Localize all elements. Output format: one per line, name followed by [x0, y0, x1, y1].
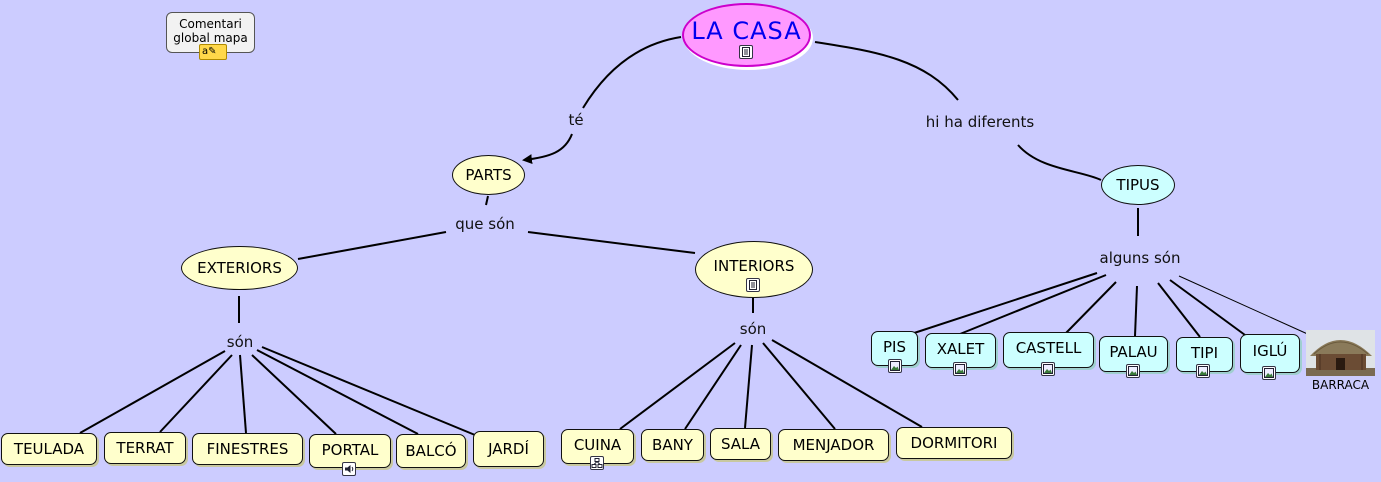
image-icon[interactable] [1126, 364, 1140, 378]
link-line [256, 349, 419, 435]
link-line [251, 354, 337, 435]
concept-label: CUINA [573, 436, 622, 454]
link-line [582, 36, 682, 109]
link-line [522, 133, 573, 165]
map-icon[interactable] [590, 456, 604, 470]
image-icon[interactable] [888, 359, 902, 373]
link-line [1178, 275, 1313, 337]
image-icon[interactable] [1262, 366, 1276, 380]
concept-label: IGLÚ [1252, 342, 1288, 360]
concept-label: PALAU [1109, 343, 1158, 361]
link-line [261, 346, 476, 436]
link-te[interactable]: té [568, 111, 584, 129]
link-line [771, 339, 923, 428]
concept-label: TIPI [1190, 344, 1219, 362]
note-icon[interactable]: a✎ [199, 44, 227, 60]
link-son-interiors[interactable]: són [739, 320, 767, 338]
concept-teulada[interactable]: TEULADA [1, 433, 97, 465]
image-icon[interactable] [1041, 362, 1055, 376]
concept-label: FINESTRES [206, 440, 289, 458]
link-line [1065, 281, 1117, 334]
concept-label: PARTS [465, 166, 512, 184]
concept-label: LA CASA [691, 17, 802, 45]
concept-label: DORMITORI [910, 434, 998, 452]
link-line [297, 231, 447, 260]
document-icon[interactable] [746, 278, 760, 292]
link-line [907, 272, 1098, 336]
audio-icon[interactable] [342, 462, 356, 476]
concept-label: TIPUS [1116, 176, 1160, 194]
document-icon[interactable] [739, 45, 753, 59]
link-line [762, 342, 836, 430]
concept-dormitori[interactable]: DORMITORI [896, 427, 1012, 459]
link-son-exteriors[interactable]: són [226, 333, 254, 351]
link-line [684, 344, 742, 430]
concept-label: PORTAL [321, 441, 379, 459]
concept-label: TEULADA [13, 440, 85, 458]
link-line [1134, 285, 1138, 337]
concept-exteriors[interactable]: EXTERIORS [181, 246, 298, 290]
link-line [159, 354, 233, 433]
link-line [485, 195, 489, 206]
concept-terrat[interactable]: TERRAT [104, 432, 186, 464]
concept-label: PIS [883, 338, 906, 356]
concept-label: BALCÓ [405, 442, 457, 460]
concept-label: SALA [720, 435, 761, 453]
link-line [79, 350, 226, 434]
concept-balco[interactable]: BALCÓ [396, 434, 466, 468]
concept-tipus[interactable]: TIPUS [1101, 165, 1175, 205]
concept-label: TERRAT [116, 439, 174, 457]
concept-finestres[interactable]: FINESTRES [192, 433, 303, 465]
image-icon[interactable] [953, 362, 967, 376]
concept-label: INTERIORS [713, 257, 795, 275]
global-comment[interactable]: Comentari global mapa [166, 12, 255, 53]
comment-line-2: global mapa [173, 30, 248, 45]
concept-label: XALET [936, 340, 985, 358]
concept-label: BANY [652, 436, 693, 454]
link-line [744, 344, 753, 429]
link-que-son[interactable]: que són [455, 215, 515, 233]
concept-label: CASTELL [1015, 339, 1082, 357]
comment-line-1: Comentari [179, 16, 242, 31]
link-line [814, 41, 959, 101]
image-icon[interactable] [1196, 364, 1210, 378]
link-line [1169, 279, 1246, 336]
link-line [619, 342, 736, 430]
concept-label: JARDÍ [488, 440, 529, 458]
link-hi-ha-diferents[interactable]: hi ha diferents [925, 113, 1035, 131]
link-line [959, 274, 1107, 335]
link-line [1157, 282, 1201, 338]
concept-sala[interactable]: SALA [710, 428, 771, 460]
link-line [239, 354, 247, 434]
link-line [1017, 144, 1102, 181]
link-alguns-son[interactable]: alguns són [1099, 249, 1181, 267]
barraca-photo[interactable] [1306, 330, 1375, 376]
concept-parts[interactable]: PARTS [452, 155, 525, 195]
link-line [527, 231, 696, 254]
concept-bany[interactable]: BANY [641, 429, 704, 461]
concept-barraca[interactable]: BARRACA [1311, 378, 1370, 392]
concept-menjador[interactable]: MENJADOR [778, 429, 889, 461]
concept-label: EXTERIORS [197, 259, 282, 277]
concept-label: MENJADOR [792, 436, 875, 454]
concept-jardi[interactable]: JARDÍ [473, 431, 544, 467]
